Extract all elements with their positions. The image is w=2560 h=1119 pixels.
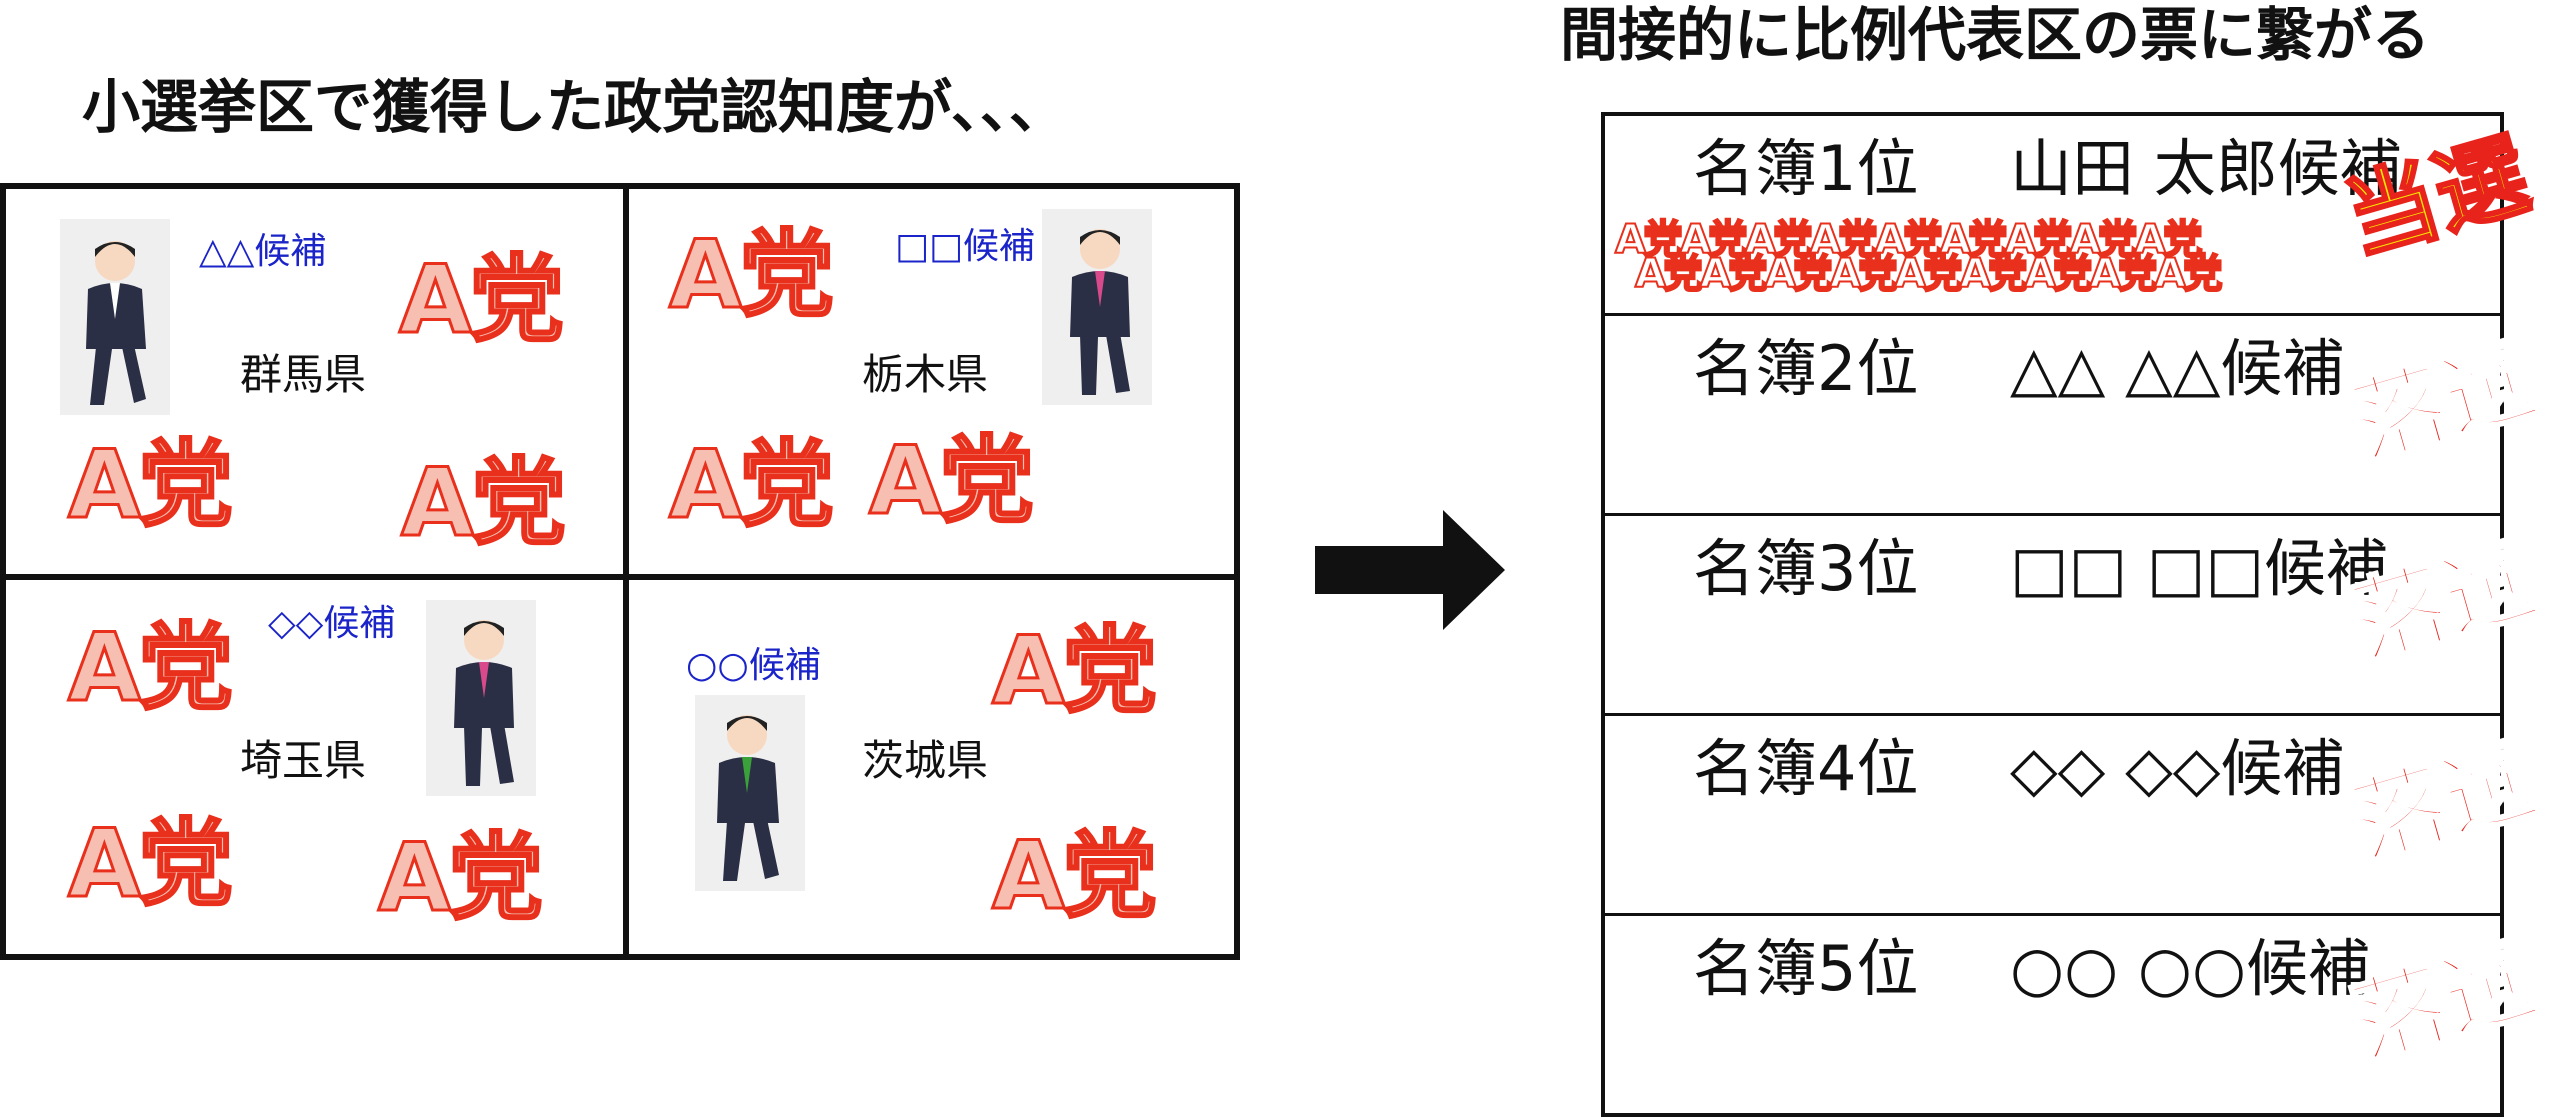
list-rank: 名簿4位: [1693, 732, 1919, 805]
list-candidate-name: ○○ ○○候補: [2010, 932, 2371, 1005]
party-label: A党: [668, 221, 836, 330]
party-label: A党: [67, 614, 235, 723]
list-candidate-name: 山田 太郎候補: [2010, 132, 2402, 205]
list-candidate-name: △△ △△候補: [2010, 332, 2345, 405]
businessman-running-icon: [695, 695, 805, 891]
list-row: 名簿5位 ○○ ○○候補 落選: [1605, 916, 2550, 1113]
list-candidate-name: □□ □□候補: [2010, 532, 2389, 605]
party-label: A党: [668, 431, 836, 540]
right-arrow-icon: [1315, 510, 1505, 630]
defeated-stamp: 落選: [2340, 923, 2549, 1080]
cell-ibaraki: ○○候補 茨城県 A党 A党: [629, 580, 1246, 965]
candidate-label: ◇◇候補: [268, 603, 396, 644]
list-rank: 名簿2位: [1693, 332, 1919, 405]
list-row: 名簿2位 △△ △△候補 落選: [1605, 316, 2550, 516]
list-rank: 名簿1位: [1693, 132, 1919, 205]
party-label: A党: [398, 246, 566, 355]
candidate-label: ○○候補: [686, 645, 821, 686]
list-rank: 名簿3位: [1693, 532, 1919, 605]
list-rank: 名簿5位: [1693, 932, 1919, 1005]
cell-gunma: △△候補 群馬県 A党 A党 A党: [6, 189, 623, 574]
prefecture-label: 茨城県: [862, 736, 989, 785]
list-candidate-name: ◇◇ ◇◇候補: [2010, 732, 2345, 805]
list-row: 名簿3位 □□ □□候補 落選: [1605, 516, 2550, 716]
candidate-label: □□候補: [895, 226, 1036, 267]
prefecture-label: 群馬県: [240, 350, 367, 399]
defeated-stamp: 落選: [2340, 723, 2549, 880]
party-crowd-row: A党A党A党A党A党A党A党A党A党: [1634, 251, 2224, 297]
left-heading: 小選挙区で獲得した政党認知度が、、、: [82, 73, 1067, 141]
party-label: A党: [377, 824, 545, 933]
businessman-running-icon: [60, 219, 170, 415]
prefecture-label: 栃木県: [862, 350, 989, 399]
party-label: A党: [67, 431, 235, 540]
candidate-label: △△候補: [199, 231, 327, 272]
right-heading: 間接的に比例代表区の票に繋がる: [1560, 1, 2431, 69]
grid-divider-horizontal: [6, 574, 1234, 580]
grid-divider-vertical: [623, 189, 629, 954]
constituency-grid: △△候補 群馬県 A党 A党 A党 □□候補 栃木県 A党 A党 A党 ◇◇候補…: [0, 183, 1240, 960]
businessman-running-icon: [426, 600, 536, 796]
businessman-running-icon: [1042, 209, 1152, 405]
party-label: A党: [67, 810, 235, 919]
list-row: 名簿1位 山田 太郎候補 A党A党A党A党A党A党A党A党A党 A党A党A党A党…: [1605, 116, 2542, 316]
list-row: 名簿4位 ◇◇ ◇◇候補 落選: [1605, 716, 2550, 916]
party-label: A党: [868, 427, 1036, 536]
party-label: A党: [400, 449, 568, 558]
prefecture-label: 埼玉県: [240, 736, 367, 785]
proportional-list-table: 名簿1位 山田 太郎候補 A党A党A党A党A党A党A党A党A党 A党A党A党A党…: [1601, 112, 2550, 1117]
defeated-stamp: 落選: [2340, 323, 2549, 480]
party-crowd-row: A党A党A党A党A党A党A党A党A党: [1614, 217, 2204, 263]
party-label: A党: [991, 822, 1159, 931]
party-label: A党: [991, 617, 1159, 726]
cell-saitama: ◇◇候補 埼玉県 A党 A党 A党: [6, 580, 623, 965]
cell-tochigi: □□候補 栃木県 A党 A党 A党: [629, 189, 1246, 574]
